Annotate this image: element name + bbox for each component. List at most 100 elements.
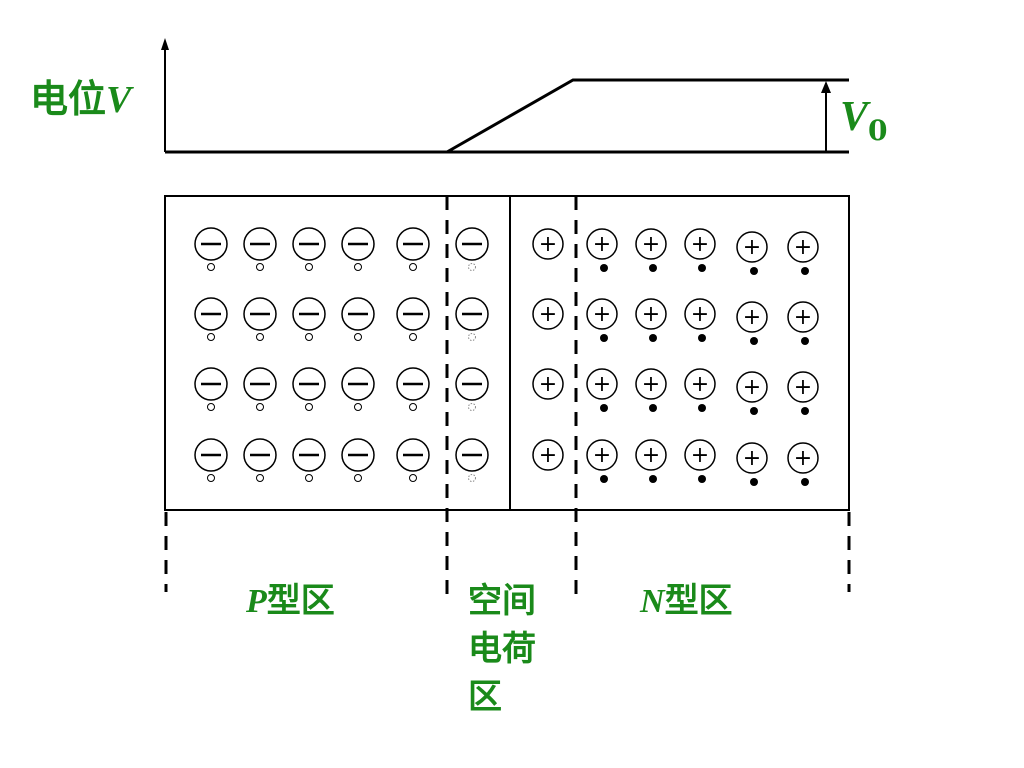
hole [256,474,264,482]
donor-ion [635,439,667,471]
acceptor-ion [194,438,228,472]
hole [409,474,417,482]
acceptor-ion [341,367,375,401]
electron [600,334,608,342]
positive-sign: + [539,302,557,327]
donor-ion [532,228,564,260]
acceptor-ion [243,227,277,261]
hole [409,263,417,271]
hole [207,403,215,411]
electron [600,404,608,412]
scr-label-line1: 空间 [468,581,536,621]
positive-sign: + [794,446,812,471]
donor-ion [532,298,564,330]
hole [207,333,215,341]
acceptor-ion [243,367,277,401]
electron [698,334,706,342]
positive-sign: + [691,232,709,257]
acceptor-ion [455,227,489,261]
electron [801,478,809,486]
hole [207,474,215,482]
acceptor-ion [455,297,489,331]
acceptor-ion [455,438,489,472]
donor-ion [532,368,564,400]
hole [354,474,362,482]
donor-ion [787,442,819,474]
potential-axis-arrow [161,38,169,50]
positive-sign: + [539,443,557,468]
hole [207,263,215,271]
donor-ion [787,301,819,333]
hole [305,403,313,411]
donor-ion [736,371,768,403]
acceptor-ion [341,227,375,261]
donor-ion [787,231,819,263]
electron [801,407,809,415]
donor-ion [586,298,618,330]
electron [600,264,608,272]
positive-sign: + [539,372,557,397]
donor-ion [736,442,768,474]
donor-ion [635,298,667,330]
positive-sign: + [642,443,660,468]
electron [600,475,608,483]
scr-label-line2: 电荷 [468,629,536,669]
acceptor-ion [396,438,430,472]
donor-ion [586,368,618,400]
donor-ion [635,368,667,400]
scr-label-line3: 区 [468,677,502,717]
donor-ion [684,298,716,330]
positive-sign: + [691,302,709,327]
hole [468,333,476,341]
electron [649,404,657,412]
region-labels: P型区 空间 电荷 区 N型区 [245,581,733,717]
hole [305,474,313,482]
acceptor-ion [292,297,326,331]
charge-grid: ++++++++++++++++++++++++ [194,227,819,486]
acceptor-ion [292,367,326,401]
positive-sign: + [642,302,660,327]
positive-sign: + [794,375,812,400]
positive-sign: + [593,232,611,257]
acceptor-ion [292,438,326,472]
donor-ion [532,439,564,471]
potential-curve [446,78,849,154]
positive-sign: + [743,446,761,471]
block-outline [164,195,850,511]
acceptor-ion [455,367,489,401]
donor-ion [635,228,667,260]
hole [305,333,313,341]
electron [750,407,758,415]
acceptor-ion [341,297,375,331]
acceptor-ion [396,367,430,401]
electron [649,334,657,342]
positive-sign: + [743,305,761,330]
acceptor-ion [243,438,277,472]
acceptor-ion [194,297,228,331]
hole [468,263,476,271]
electron [698,264,706,272]
positive-sign: + [539,232,557,257]
acceptor-ion [292,227,326,261]
acceptor-ion [194,367,228,401]
positive-sign: + [794,305,812,330]
positive-sign: + [642,232,660,257]
acceptor-ion [396,227,430,261]
hole [468,474,476,482]
positive-sign: + [593,372,611,397]
donor-ion [736,231,768,263]
potential-plot: 电位V V0 [30,38,888,154]
donor-ion [736,301,768,333]
electron [698,404,706,412]
hole [409,403,417,411]
acceptor-ion [194,227,228,261]
positive-sign: + [743,375,761,400]
positive-sign: + [691,443,709,468]
positive-sign: + [593,443,611,468]
donor-ion [787,371,819,403]
positive-sign: + [593,302,611,327]
electron [750,267,758,275]
hole [409,333,417,341]
positive-sign: + [794,235,812,260]
